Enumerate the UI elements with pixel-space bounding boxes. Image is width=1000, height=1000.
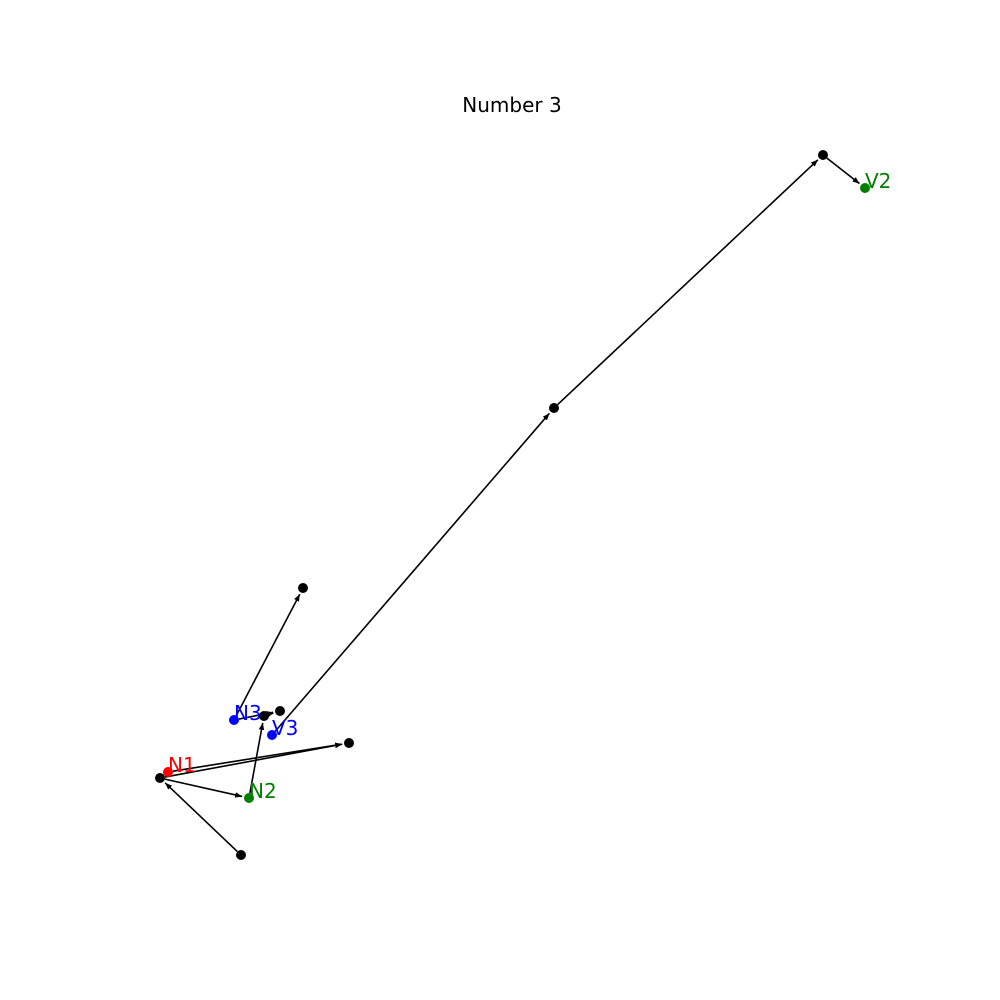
node-label-V3: V3 — [272, 716, 298, 740]
node-V2 — [860, 183, 870, 193]
node-N3 — [229, 715, 239, 725]
node-d — [275, 706, 285, 716]
edge-N3-a — [235, 593, 301, 716]
node-f — [155, 773, 165, 783]
node-label-N2: N2 — [249, 779, 277, 803]
node-layer — [155, 150, 870, 860]
node-g — [344, 738, 354, 748]
node-c — [549, 403, 559, 413]
node-label-V2: V2 — [865, 169, 891, 193]
node-N1 — [163, 767, 173, 777]
node-V3 — [267, 730, 277, 740]
edge-f-g — [164, 742, 343, 778]
edge-N1-g — [172, 742, 343, 772]
node-N2 — [244, 793, 254, 803]
edge-V3-c — [274, 412, 551, 732]
graph-title: Number 3 — [462, 93, 561, 117]
edge-layer — [164, 157, 860, 853]
node-e — [259, 711, 269, 721]
edge-c-b — [557, 159, 819, 406]
node-label-N1: N1 — [168, 753, 196, 777]
node-b — [818, 150, 828, 160]
node-label-N3: N3 — [234, 701, 262, 725]
edge-f-N2 — [164, 778, 243, 798]
edge-b-V2 — [826, 157, 860, 185]
edge-h-f — [164, 782, 238, 853]
node-a — [298, 583, 308, 593]
edge-N2-e — [249, 722, 265, 794]
node-h — [236, 850, 246, 860]
